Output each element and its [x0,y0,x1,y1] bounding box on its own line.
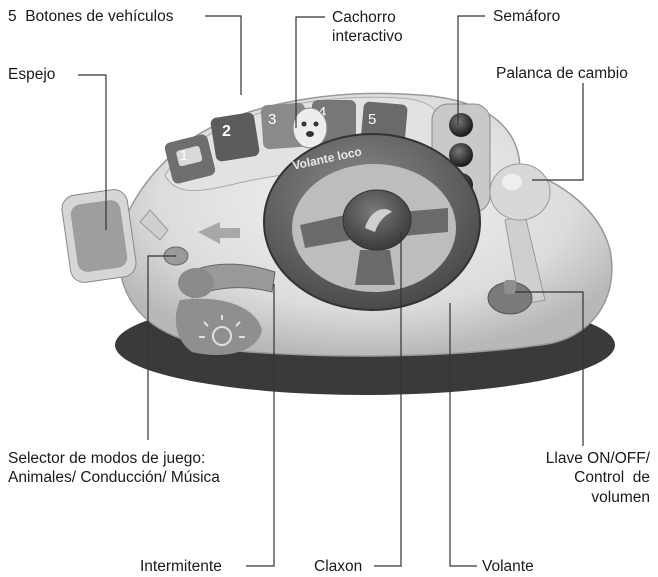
label-mode-selector-line1: Selector de modos de juego: [8,450,206,467]
arrow-sign [198,222,240,244]
button-number: 1 [180,147,188,163]
leader-steering-wheel [449,303,477,567]
label-mode-selector-line2: Animales/ Conducción/ Música [8,469,220,486]
leader-mirror [78,74,107,230]
label-puppy-line2: interactivo [332,28,403,45]
leader-key [515,291,584,446]
label-mirror: Espejo [8,66,56,83]
label-steering-wheel: Volante [482,558,534,575]
label-vehicle-buttons: 5 Botones de vehículos [8,8,174,25]
label-key-line1: Llave ON/OFF/ [545,450,650,467]
puppy[interactable] [292,107,328,149]
leader-lines [78,15,584,567]
vehicle-button[interactable]: 2 [210,112,260,162]
power-key[interactable] [487,280,533,315]
button-number: 3 [268,111,276,128]
vehicle-button[interactable]: 1 [164,133,217,184]
leader-mode-selector [147,255,176,440]
toy-illustration: 1 2 3 4 5 [60,92,615,395]
leader-traffic-light [457,15,485,125]
button-number: 4 [318,104,326,121]
button-number: 2 [222,123,231,140]
leader-turn-signal [246,284,275,567]
leader-gear-lever [532,83,584,181]
label-traffic-light: Semáforo [493,8,561,25]
label-gear-lever: Palanca de cambio [496,65,628,82]
leader-horn [374,232,402,567]
light-button[interactable] [175,298,262,356]
label-puppy-line1: Cachorro [332,9,396,26]
mirror[interactable] [60,188,169,284]
button-number: 5 [368,111,376,128]
leader-puppy [295,16,325,128]
label-key-line2: Control de [574,469,650,486]
horn-hub[interactable] [342,189,412,251]
gear-lever[interactable] [489,163,551,306]
label-key-line3: volumen [591,489,650,506]
leader-vehicle-buttons [205,15,242,95]
label-turn-signal: Intermitente [140,558,222,575]
label-horn: Claxon [314,558,363,575]
turn-signal-lever[interactable] [178,263,276,299]
